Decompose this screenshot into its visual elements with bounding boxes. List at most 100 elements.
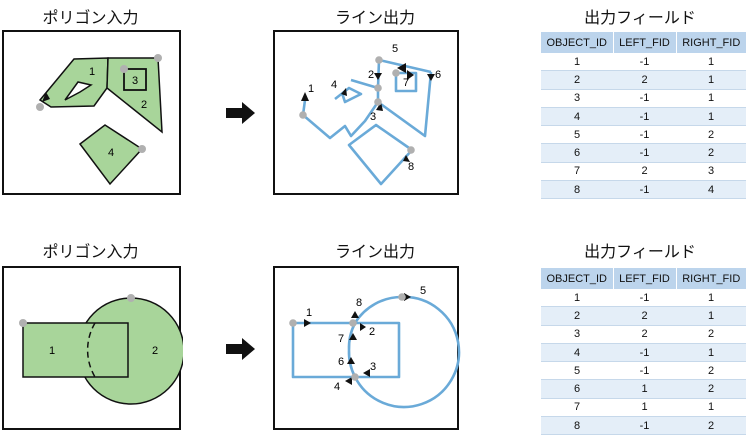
vertex-dot (374, 98, 382, 106)
vertex-dot (36, 103, 44, 111)
table-cell: 8 (541, 416, 613, 435)
arrowhead-icon (301, 92, 309, 101)
top-polygon-input-panel: 1 2 3 4 (2, 30, 181, 195)
table-cell: 7 (541, 162, 613, 182)
table-cell: -1 (613, 107, 676, 127)
table-cell: 2 (613, 306, 676, 326)
vertex-dot (19, 319, 27, 327)
line-8 (347, 123, 414, 186)
table-cell: 1 (676, 343, 746, 363)
vertex-dot (349, 319, 357, 327)
arrowhead-icon (347, 357, 355, 364)
line-4 (334, 86, 363, 104)
vertex-dot (398, 293, 406, 301)
arrowhead-icon (407, 70, 414, 80)
column-header-right-fid: RIGHT_FID (676, 268, 746, 289)
bottom-polygon-input-panel: 1 2 (2, 266, 183, 430)
table-cell: 1 (676, 70, 746, 90)
table-cell: 4 (541, 107, 613, 127)
top-line-output-title: ライン出力 (334, 8, 415, 27)
table-cell: -1 (613, 53, 676, 72)
arrowhead-icon (363, 369, 370, 377)
table-cell: 7 (541, 398, 613, 418)
table-header-row: OBJECT_ID LEFT_FID RIGHT_FID (541, 32, 746, 53)
top-process-arrow-icon (226, 102, 255, 124)
line-2 (355, 321, 401, 379)
bottom-process-arrow-icon (226, 338, 255, 360)
line-label-3: 3 (370, 361, 376, 373)
arrowhead-icon (427, 74, 435, 81)
hidden-circle-arc (86, 322, 96, 378)
arrowhead-icon (360, 323, 366, 331)
table-cell: 2 (613, 162, 676, 182)
top-polygon-diagram: 1 2 3 4 (36, 54, 163, 186)
table-cell: 1 (676, 289, 746, 308)
line-4 (291, 323, 353, 379)
top-line-diagram: 1 2 3 4 5 6 7 8 (299, 43, 441, 186)
table-cell: 3 (676, 162, 746, 182)
vertex-dot (374, 84, 382, 92)
vertex-dot (138, 145, 146, 153)
bottom-line-diagram: 1 2 3 4 5 6 7 8 (289, 285, 461, 409)
polygon-label-1: 1 (89, 66, 95, 78)
vertex-dot (154, 54, 162, 62)
vertex-dot (120, 65, 128, 73)
table-cell: -1 (613, 180, 676, 200)
table-cell: 2 (613, 325, 676, 344)
table-cell: 1 (613, 398, 676, 418)
table-cell: -1 (613, 361, 676, 381)
line-label-1: 1 (306, 307, 312, 319)
table-cell: 2 (676, 379, 746, 399)
table-cell: 1 (676, 306, 746, 326)
line-label-6: 6 (435, 69, 441, 81)
arrowhead-icon (351, 311, 359, 318)
table-cell: 1 (676, 53, 746, 72)
table-cell: -1 (613, 416, 676, 435)
arrowhead-icon (404, 293, 411, 301)
column-header-object-id: OBJECT_ID (541, 268, 614, 289)
table-cell: 2 (676, 361, 746, 381)
table-cell: 8 (541, 180, 613, 200)
bottom-line-output-title: ライン出力 (334, 242, 415, 261)
arrowhead-icon (349, 333, 357, 340)
table-cell: 5 (541, 361, 613, 381)
table-cell: 1 (676, 89, 746, 108)
arrowhead-icon (376, 102, 383, 111)
line-label-8: 8 (356, 297, 362, 309)
line-label-7: 7 (338, 333, 344, 345)
line-label-8: 8 (408, 161, 414, 173)
bottom-output-fields-title: 出力フィールド (584, 242, 696, 261)
table-cell: 1 (541, 53, 613, 72)
line-8 (353, 295, 403, 324)
line-label-5: 5 (392, 43, 398, 55)
table-header-row: OBJECT_ID LEFT_FID RIGHT_FID (541, 268, 746, 289)
table-cell: 2 (613, 70, 676, 90)
vertex-dot (127, 294, 135, 302)
table-cell: 3 (541, 89, 613, 108)
polygon-1-shape (22, 322, 129, 378)
line-label-1: 1 (308, 83, 314, 95)
line-3 (377, 71, 433, 138)
column-header-right-fid: RIGHT_FID (676, 32, 746, 53)
arrowhead-icon (341, 88, 347, 96)
polygon-3-shape (123, 68, 147, 91)
table-cell: 1 (541, 289, 613, 308)
bottom-line-output-panel: 1 2 3 4 5 6 7 8 (273, 266, 461, 430)
table-cell: 6 (541, 143, 613, 163)
polygon-label-2: 2 (152, 345, 158, 357)
polygon-2-shape (106, 57, 163, 134)
table-cell: -1 (613, 343, 676, 363)
polygon-1-shape (38, 57, 109, 108)
line-label-3: 3 (370, 111, 376, 123)
polygon-label-4: 4 (108, 147, 114, 159)
table-cell: -1 (613, 89, 676, 108)
